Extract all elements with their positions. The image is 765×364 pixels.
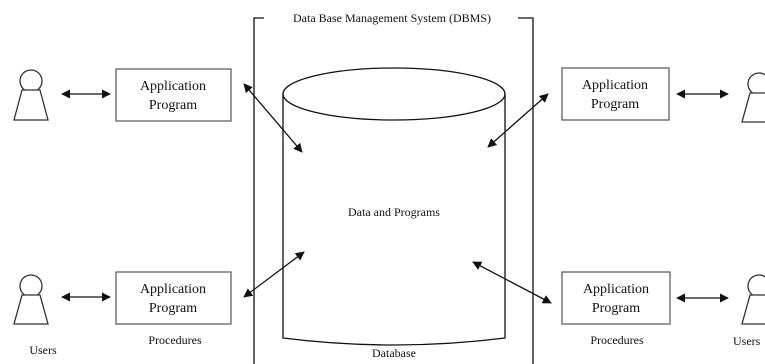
user-icon	[741, 274, 765, 325]
application-program-box-top-right: Application Program	[561, 67, 670, 121]
user-icon	[13, 274, 49, 325]
database-label: Database	[372, 346, 416, 360]
svg-text:Application: Application	[140, 282, 206, 297]
users-caption-right: Users	[733, 334, 761, 348]
svg-text:Application: Application	[583, 282, 649, 297]
user-icon	[13, 69, 49, 121]
users-caption-left: Users	[29, 343, 57, 357]
svg-text:Application: Application	[582, 78, 648, 93]
double-arrow	[472, 261, 552, 304]
application-program-box-bottom-left: Application Program	[115, 271, 232, 325]
svg-text:Program: Program	[149, 98, 197, 113]
double-arrow	[243, 83, 303, 153]
svg-text:Application: Application	[140, 79, 206, 94]
application-program-box-bottom-right: Application Program	[561, 271, 671, 325]
application-program-box-top-left: Application Program	[115, 68, 232, 122]
procedures-caption-right: Procedures	[590, 333, 644, 347]
procedures-caption-left: Procedures	[148, 333, 202, 347]
double-arrow	[243, 251, 305, 298]
svg-text:Program: Program	[592, 301, 640, 316]
user-icon	[741, 72, 765, 123]
svg-text:Program: Program	[149, 301, 197, 316]
double-arrow	[487, 93, 549, 148]
dbms-frame	[253, 17, 534, 364]
svg-text:Program: Program	[591, 97, 639, 112]
dbms-frame-label: Data Base Management System (DBMS)	[293, 11, 491, 25]
database-content-label: Data and Programs	[348, 205, 440, 219]
